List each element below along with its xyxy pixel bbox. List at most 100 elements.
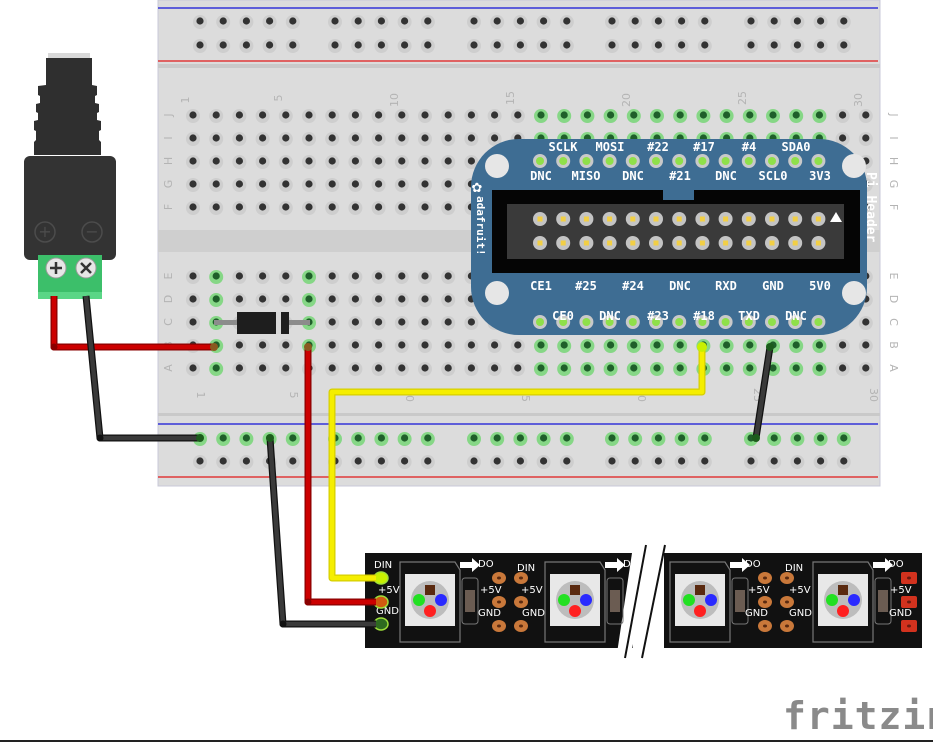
rail-hole[interactable]: [651, 39, 666, 53]
breadboard-hole[interactable]: [510, 109, 525, 123]
breadboard-hole[interactable]: [766, 109, 780, 123]
breadboard-hole[interactable]: [696, 109, 711, 123]
pi-header-pin[interactable]: [625, 315, 640, 329]
breadboard-hole[interactable]: [348, 132, 363, 146]
breadboard-hole[interactable]: [557, 109, 572, 123]
breadboard-hole[interactable]: [789, 362, 804, 376]
breadboard-hole[interactable]: [789, 339, 804, 353]
breadboard-hole[interactable]: [348, 362, 363, 376]
breadboard-hole[interactable]: [232, 362, 247, 376]
breadboard-hole[interactable]: [418, 362, 432, 376]
breadboard-hole[interactable]: [325, 155, 340, 169]
breadboard-hole[interactable]: [348, 109, 363, 123]
rail-hole[interactable]: [790, 15, 805, 29]
rail-hole[interactable]: [513, 432, 528, 446]
rail-hole[interactable]: [328, 15, 342, 29]
rail-hole[interactable]: [285, 15, 300, 29]
breadboard-hole[interactable]: [603, 339, 618, 353]
pi-header-pin[interactable]: [718, 315, 733, 329]
breadboard-hole[interactable]: [209, 178, 224, 192]
rail-hole[interactable]: [216, 432, 231, 446]
breadboard-hole[interactable]: [441, 132, 456, 146]
breadboard-hole[interactable]: [394, 339, 409, 353]
breadboard-hole[interactable]: [255, 132, 270, 146]
rail-hole[interactable]: [490, 455, 505, 469]
breadboard-hole[interactable]: [626, 362, 641, 376]
breadboard-hole[interactable]: [325, 316, 340, 330]
breadboard-hole[interactable]: [673, 362, 688, 376]
rail-hole[interactable]: [285, 455, 300, 469]
breadboard-hole[interactable]: [603, 362, 618, 376]
rail-hole[interactable]: [674, 455, 689, 469]
breadboard-hole[interactable]: [858, 362, 873, 376]
rail-hole[interactable]: [674, 39, 689, 53]
rail-hole[interactable]: [697, 15, 712, 29]
breadboard-hole[interactable]: [673, 109, 688, 123]
pi-header-pin[interactable]: [579, 154, 594, 168]
rail-hole[interactable]: [628, 432, 643, 446]
rail-hole[interactable]: [374, 455, 389, 469]
pi-header-pin[interactable]: [649, 315, 663, 329]
breadboard-hole[interactable]: [418, 178, 432, 192]
rail-hole[interactable]: [285, 432, 300, 446]
breadboard-hole[interactable]: [278, 339, 293, 353]
breadboard-hole[interactable]: [371, 201, 386, 215]
rail-hole[interactable]: [239, 39, 254, 53]
breadboard-hole[interactable]: [278, 178, 293, 192]
breadboard-hole[interactable]: [719, 109, 734, 123]
rail-hole[interactable]: [697, 39, 712, 53]
breadboard-hole[interactable]: [441, 339, 456, 353]
rail-hole[interactable]: [674, 432, 689, 446]
breadboard-hole[interactable]: [394, 178, 409, 192]
rail-hole[interactable]: [351, 15, 366, 29]
breadboard-hole[interactable]: [487, 339, 502, 353]
breadboard-hole[interactable]: [789, 109, 804, 123]
pi-header-pin[interactable]: [765, 154, 779, 168]
strip-input-pad[interactable]: [373, 571, 389, 585]
breadboard-hole[interactable]: [255, 270, 270, 284]
breadboard-hole[interactable]: [418, 270, 432, 284]
breadboard-hole[interactable]: [858, 132, 873, 146]
rail-hole[interactable]: [490, 15, 505, 29]
breadboard-hole[interactable]: [394, 132, 409, 146]
rail-hole[interactable]: [467, 15, 481, 29]
rail-hole[interactable]: [193, 455, 207, 469]
breadboard-hole[interactable]: [371, 270, 386, 284]
breadboard-hole[interactable]: [186, 155, 200, 169]
breadboard-hole[interactable]: [650, 109, 664, 123]
breadboard-hole[interactable]: [487, 132, 502, 146]
rail-hole[interactable]: [697, 432, 712, 446]
rail-hole[interactable]: [420, 15, 435, 29]
breadboard-hole[interactable]: [464, 362, 479, 376]
breadboard-hole[interactable]: [534, 339, 548, 353]
breadboard-hole[interactable]: [858, 316, 873, 330]
rail-hole[interactable]: [767, 455, 782, 469]
breadboard-hole[interactable]: [510, 339, 525, 353]
breadboard-hole[interactable]: [186, 316, 200, 330]
breadboard-hole[interactable]: [394, 155, 409, 169]
pi-header-pin[interactable]: [741, 315, 756, 329]
breadboard-hole[interactable]: [186, 178, 200, 192]
pi-header-pin[interactable]: [556, 315, 571, 329]
breadboard-hole[interactable]: [325, 201, 340, 215]
breadboard-hole[interactable]: [650, 339, 664, 353]
rail-hole[interactable]: [559, 15, 574, 29]
breadboard-hole[interactable]: [186, 201, 200, 215]
breadboard-hole[interactable]: [302, 293, 316, 307]
pi-header-pin[interactable]: [811, 154, 826, 168]
breadboard-hole[interactable]: [278, 155, 293, 169]
breadboard-hole[interactable]: [348, 316, 363, 330]
wire-diode-to-strip-5v[interactable]: [304, 347, 377, 606]
breadboard-hole[interactable]: [812, 362, 827, 376]
pi-header-pin[interactable]: [579, 315, 594, 329]
pi-header-pin[interactable]: [811, 315, 826, 329]
rail-hole[interactable]: [513, 39, 528, 53]
breadboard-hole[interactable]: [209, 270, 224, 284]
breadboard-hole[interactable]: [186, 132, 200, 146]
strip-input-pad[interactable]: [373, 595, 389, 609]
breadboard-hole[interactable]: [441, 270, 456, 284]
breadboard-hole[interactable]: [394, 270, 409, 284]
breadboard-hole[interactable]: [302, 155, 316, 169]
rail-hole[interactable]: [628, 39, 643, 53]
rail-hole[interactable]: [351, 432, 366, 446]
